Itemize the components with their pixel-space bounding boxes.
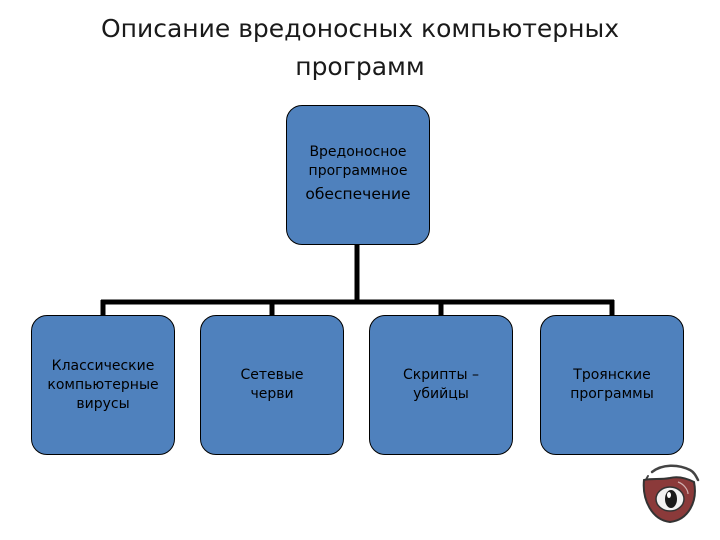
child-node-3-line-2: убийцы [413, 386, 469, 402]
slide-title: Описание вредоносных компьютерных програ… [60, 10, 660, 86]
child-node-2-line-2: черви [250, 386, 294, 402]
child-node-network-worms: Сетевые черви [200, 315, 344, 455]
root-node-line-1: Вредоносное [309, 144, 407, 160]
child-node-4-line-1: Троянские [573, 367, 651, 383]
child-node-2-line-1: Сетевые [240, 367, 304, 383]
shield-eye-logo-icon [642, 464, 700, 524]
root-node-line-2: программное [308, 163, 408, 179]
child-node-trojans: Троянские программы [540, 315, 684, 455]
root-node-malware: Вредоносное программное обеспечение [286, 105, 430, 245]
root-node-line-3: обеспечение [305, 185, 411, 203]
child-node-1-line-3: вирусы [76, 395, 130, 412]
child-node-killer-scripts: Скрипты – убийцы [369, 315, 513, 455]
child-node-1-line-2: компьютерные [47, 376, 159, 393]
slide-title-line-1: Описание вредоносных компьютерных [100, 14, 620, 43]
slide-title-line-2: программ [295, 52, 425, 81]
child-node-1-line-1: Классические [51, 357, 155, 374]
child-node-classic-viruses: Классические компьютерные вирусы [31, 315, 175, 455]
child-node-4-line-2: программы [570, 386, 654, 402]
child-node-3-line-1: Скрипты – [402, 367, 480, 383]
